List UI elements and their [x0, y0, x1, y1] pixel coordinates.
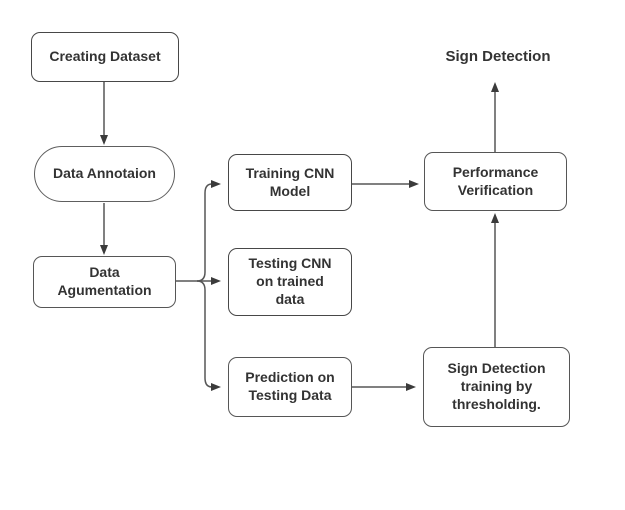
- node-training-cnn-model: Training CNN Model: [228, 154, 352, 211]
- node-testing-cnn-on-trained-data: Testing CNN on trained data: [228, 248, 352, 316]
- node-sign-detection-training-label: Sign Detection training by thresholding.: [447, 360, 546, 412]
- sign-detection-label: Sign Detection: [445, 48, 551, 65]
- node-data-annotaion: Data Annotaion: [34, 146, 175, 202]
- node-creating-dataset-label: Creating Dataset: [49, 48, 161, 65]
- edge-data-agumentation-to-prediction: [196, 280, 221, 391]
- node-prediction-on-testing-data: Prediction on Testing Data: [228, 357, 352, 417]
- node-performance-verification: Performance Verification: [424, 152, 567, 211]
- node-data-agumentation-label: Data Agumentation: [57, 264, 152, 298]
- node-prediction-label: Prediction on Testing Data: [245, 369, 335, 403]
- node-training-cnn-model-label: Training CNN Model: [245, 164, 335, 199]
- node-creating-dataset: Creating Dataset: [31, 32, 179, 82]
- node-performance-verification-label: Performance Verification: [452, 163, 539, 198]
- node-sign-detection-training: Sign Detection training by thresholding.: [423, 347, 570, 427]
- node-data-agumentation: Data Agumentation: [33, 256, 176, 308]
- edge-data-agumentation-to-training-cnn-model: [196, 180, 221, 282]
- node-testing-cnn-label: Testing CNN on trained data: [248, 255, 332, 307]
- node-data-annotaion-label: Data Annotaion: [53, 165, 156, 182]
